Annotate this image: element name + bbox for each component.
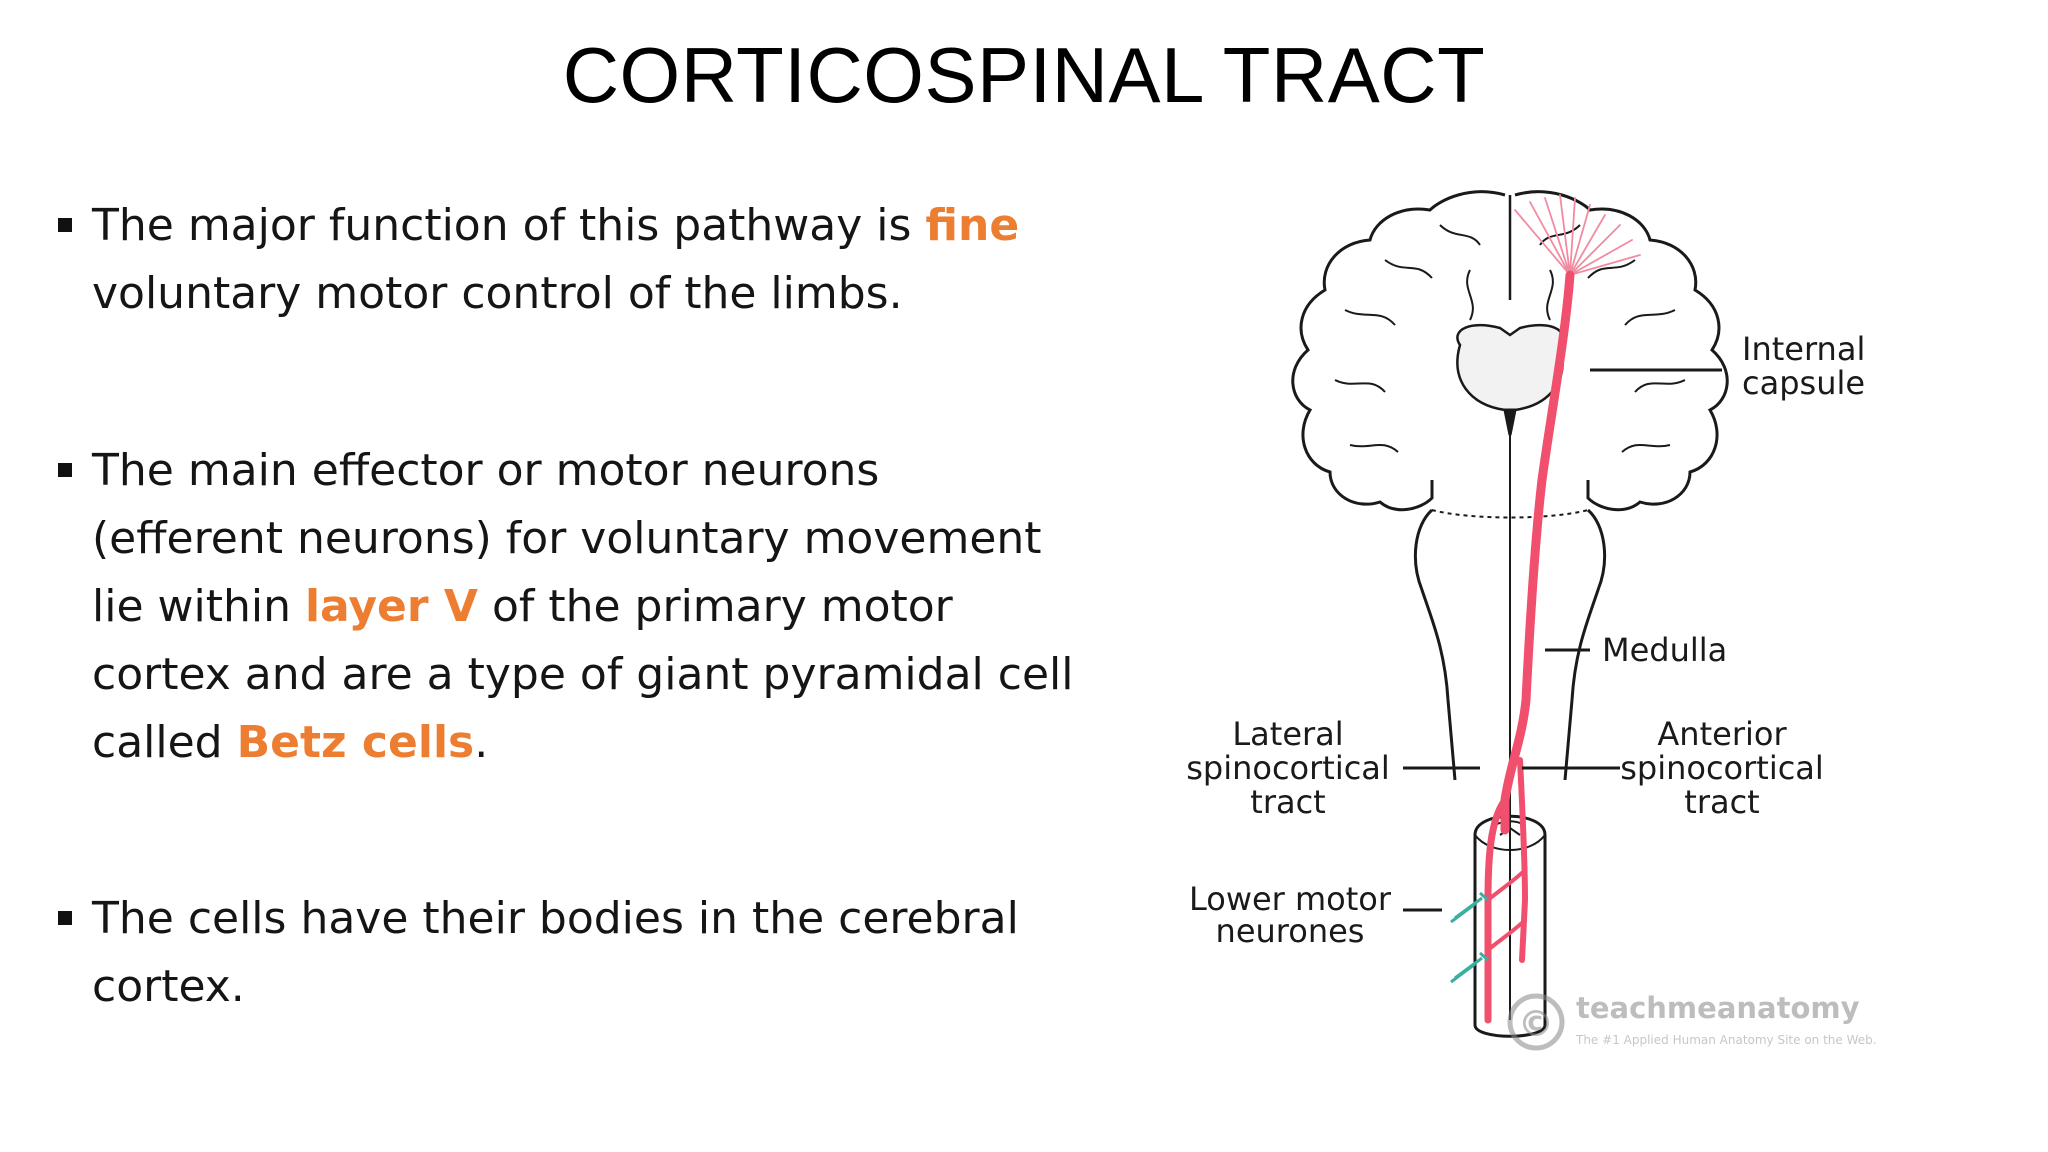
bullet-text: The cells have their bodies in the cereb… bbox=[92, 885, 1072, 1021]
bullet-text: The major function of this pathway is fi… bbox=[92, 192, 1072, 328]
text-line: The major function of this pathway is fi… bbox=[92, 192, 1072, 260]
spinal-cord-outline bbox=[1473, 814, 1547, 1038]
text-run: cortex. bbox=[92, 961, 245, 1012]
thalamus bbox=[1456, 323, 1564, 423]
label-internal-capsule-line1: Internal bbox=[1742, 330, 1865, 368]
cortical-fibers bbox=[1514, 194, 1641, 276]
text-line: called Betz cells. bbox=[92, 709, 1072, 777]
text-run: voluntary motor control of the limbs. bbox=[92, 268, 903, 319]
slide-title: CORTICOSPINAL TRACT bbox=[562, 31, 1486, 119]
bullet-square-icon bbox=[58, 463, 72, 477]
text-line: (efferent neurons) for voluntary movemen… bbox=[92, 505, 1072, 573]
label-anterior-line2: spinocortical bbox=[1620, 749, 1824, 787]
right-gyri bbox=[1539, 224, 1686, 453]
label-lateral-line3: tract bbox=[1250, 783, 1325, 821]
text-run: lie within bbox=[92, 581, 305, 632]
highlight-layer-v: layer V bbox=[304, 581, 478, 632]
text-run: . bbox=[474, 717, 489, 768]
watermark-name: teachmeanatomy bbox=[1576, 991, 1860, 1025]
text-run: of the primary motor bbox=[477, 581, 953, 632]
text-line: The cells have their bodies in the cereb… bbox=[92, 885, 1072, 953]
text-line: cortex. bbox=[92, 953, 1072, 1021]
label-internal-capsule-line2: capsule bbox=[1742, 364, 1865, 402]
bullet-square-icon bbox=[58, 911, 72, 925]
spinal-cord-top bbox=[1474, 834, 1546, 851]
corticospinal-tract-diagram: Internal capsule Medulla Lateral spinoco… bbox=[1186, 190, 1877, 1051]
teachmeanatomy-watermark: © teachmeanatomy The #1 Applied Human An… bbox=[1507, 991, 1877, 1051]
left-gyri bbox=[1334, 224, 1481, 453]
bullet-square-icon bbox=[58, 218, 72, 232]
lower-motor-neurones bbox=[1450, 891, 1489, 984]
brainstem-right bbox=[1563, 508, 1607, 781]
lower-motor-neuron-2 bbox=[1450, 951, 1489, 984]
text-line: The main effector or motor neurons bbox=[92, 437, 1072, 505]
label-medulla: Medulla bbox=[1602, 631, 1727, 669]
right-hemisphere-outline bbox=[1514, 190, 1729, 512]
copyright-icon bbox=[1507, 993, 1565, 1051]
text-run: (efferent neurons) for voluntary movemen… bbox=[92, 513, 1042, 564]
label-lower-motor-line2: neurones bbox=[1216, 912, 1365, 950]
brain-coronal-section bbox=[1291, 190, 1729, 1038]
third-ventricle bbox=[1503, 408, 1517, 436]
corticospinal-tract bbox=[1484, 194, 1641, 1024]
text-line: cortex and are a type of giant pyramidal… bbox=[92, 641, 1074, 709]
copyright-symbol: © bbox=[1518, 1004, 1554, 1045]
lateral-tract bbox=[1484, 796, 1509, 1024]
text-run: The main effector or motor neurons bbox=[92, 445, 880, 496]
text-line: voluntary motor control of the limbs. bbox=[92, 260, 1072, 328]
text-run: called bbox=[92, 717, 237, 768]
branch-2 bbox=[1486, 918, 1527, 952]
text-line: lie within layer V of the primary motor bbox=[92, 573, 1072, 641]
text-run: The major function of this pathway is bbox=[92, 200, 926, 251]
label-anterior-line3: tract bbox=[1684, 783, 1759, 821]
leader-lines bbox=[1403, 368, 1722, 912]
brainstem-left bbox=[1413, 508, 1457, 781]
text-run: The cells have their bodies in the cereb… bbox=[92, 893, 1019, 944]
text-run: cortex and are a type of giant pyramidal… bbox=[92, 649, 1074, 700]
label-anterior-line1: Anterior bbox=[1657, 715, 1787, 753]
branch-1 bbox=[1486, 868, 1527, 902]
label-lateral-line1: Lateral bbox=[1232, 715, 1343, 753]
highlight-betz-cells: Betz cells bbox=[236, 717, 475, 768]
highlight-fine: fine bbox=[925, 200, 1020, 251]
label-lower-motor-line1: Lower motor bbox=[1189, 880, 1392, 918]
bullet-text: The main effector or motor neurons (effe… bbox=[92, 437, 1074, 777]
watermark-tagline: The #1 Applied Human Anatomy Site on the… bbox=[1575, 1033, 1877, 1047]
tract-descending bbox=[1500, 270, 1575, 835]
lower-motor-neuron-1 bbox=[1450, 891, 1489, 924]
anterior-tract bbox=[1517, 757, 1529, 963]
left-hemisphere-outline bbox=[1291, 190, 1506, 512]
label-lateral-line2: spinocortical bbox=[1186, 749, 1390, 787]
